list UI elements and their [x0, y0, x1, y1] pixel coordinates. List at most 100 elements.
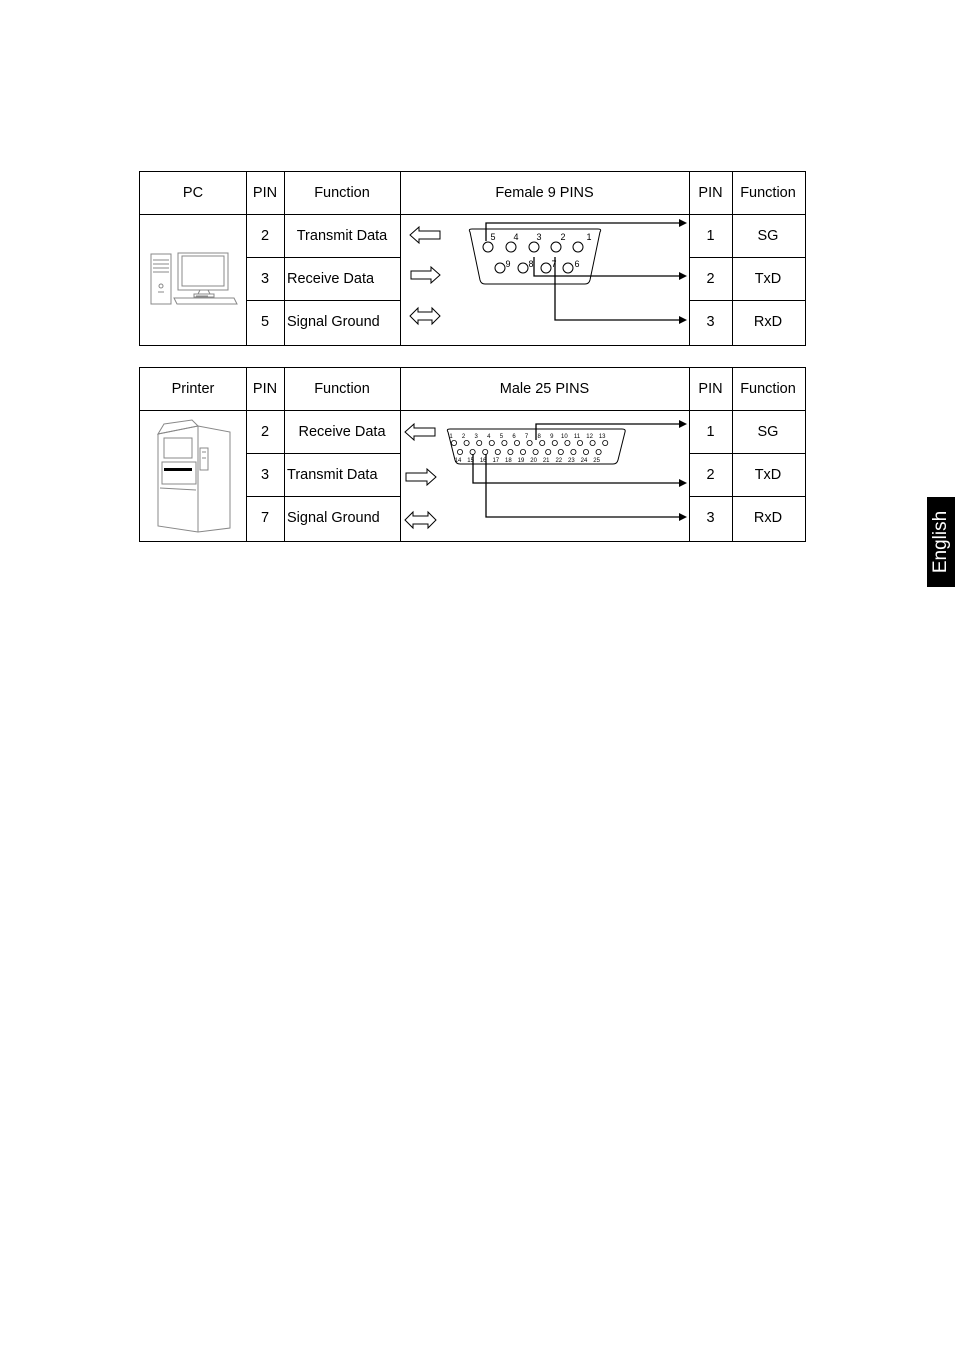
row-pin: 2	[260, 227, 270, 244]
db25-pin-hole	[482, 449, 489, 456]
function2-header: Function	[740, 185, 796, 201]
pin-header: PIN	[252, 381, 278, 397]
db25-pin-hole	[602, 439, 609, 446]
db25-pin-label: 3	[475, 434, 479, 440]
row-pin2: 3	[706, 510, 715, 526]
row-pin2: 2	[706, 270, 715, 287]
db9-pin-label: 7	[551, 259, 556, 269]
db25-pin-hole	[570, 449, 577, 456]
db9-pin-label: 9	[505, 259, 510, 269]
db25-pin-hole	[595, 449, 602, 456]
printer-pin-table: Printer PIN Function Male 25 PINS PIN Fu…	[139, 367, 806, 542]
row-function: Receive Data	[298, 423, 386, 440]
row-function2: RxD	[753, 510, 783, 526]
arrow-left-icon	[409, 225, 441, 245]
connector-header: Female 9 PINS	[495, 185, 594, 201]
db25-pin-hole	[457, 449, 464, 456]
language-tab-label: English	[930, 510, 951, 574]
db25-pin-label: 8	[538, 434, 542, 440]
arrow-both-icon	[404, 510, 437, 530]
db25-pin-label: 2	[462, 434, 466, 440]
row-function: Transmit Data	[296, 227, 388, 244]
row-pin2: 3	[706, 314, 715, 330]
computer-icon	[150, 252, 238, 305]
db9-pin-label: 2	[560, 232, 565, 242]
db25-pin-label: 19	[518, 458, 525, 464]
db25-pin-hole	[494, 449, 501, 456]
db25-pin-label: 16	[480, 458, 487, 464]
db25-pin-label: 22	[555, 458, 562, 464]
db25-pin-hole	[576, 439, 583, 446]
db25-pin-hole	[520, 449, 527, 456]
db9-pin-label: 5	[490, 232, 495, 242]
db25-pin-label: 14	[455, 458, 462, 464]
pin2-header: PIN	[698, 185, 723, 201]
row-pin2: 2	[706, 466, 715, 483]
db25-pin-label: 21	[543, 458, 550, 464]
db25-pin-hole	[488, 439, 495, 446]
db25-pin-hole	[526, 439, 533, 446]
pin2-header: PIN	[698, 381, 723, 397]
function2-header: Function	[740, 381, 796, 397]
db25-pin-label: 18	[505, 458, 512, 464]
arrow-left-icon	[404, 422, 436, 442]
arrow-right-icon	[410, 265, 441, 285]
db25-pin-label: 17	[492, 458, 499, 464]
pc-pin-table: PC PIN Function Female 9 PINS PIN Functi…	[139, 171, 806, 346]
db9-pin-label: 4	[513, 232, 518, 242]
db25-pin-label: 9	[550, 434, 554, 440]
db25-pin-hole	[476, 439, 483, 446]
arrow-both-icon	[409, 306, 441, 326]
device-header: Printer	[171, 381, 215, 397]
db25-pin-label: 13	[599, 434, 606, 440]
device-header: PC	[182, 185, 204, 201]
db25-pin-hole	[589, 439, 596, 446]
row-pin: 5	[260, 314, 270, 330]
db25-pin-label: 12	[586, 434, 593, 440]
printer-icon	[156, 419, 231, 533]
language-tab[interactable]: English	[927, 497, 955, 587]
function-header: Function	[314, 381, 370, 397]
female-9-pin-diagram: 5 4 3 2 1 9 8 7 6	[409, 219, 687, 326]
db25-pin-hole	[551, 439, 558, 446]
row-function2: TxD	[754, 466, 782, 483]
row-pin: 2	[260, 423, 270, 440]
db25-pin-label: 24	[581, 458, 588, 464]
db25-pin-hole	[463, 439, 470, 446]
db9-pin-label: 8	[528, 259, 533, 269]
db25-pin-hole	[507, 449, 514, 456]
db25-pin-label: 15	[467, 458, 474, 464]
row-function: Signal Ground	[287, 510, 380, 526]
row-pin: 7	[260, 510, 270, 526]
db25-pin-hole	[514, 439, 521, 446]
db25-pin-hole	[539, 439, 546, 446]
row-function2: RxD	[753, 314, 783, 330]
db25-pin-label: 7	[525, 434, 529, 440]
db25-pin-label: 5	[500, 434, 504, 440]
row-pin2: 1	[706, 227, 715, 244]
db25-pin-label: 20	[530, 458, 537, 464]
db25-pin-label: 1	[449, 434, 453, 440]
db25-pin-label: 23	[568, 458, 575, 464]
db9-pin-label: 6	[574, 259, 579, 269]
arrow-right-icon	[405, 467, 437, 487]
db25-pin-hole	[501, 439, 508, 446]
row-pin2: 1	[706, 423, 715, 440]
db25-pin-hole	[545, 449, 552, 456]
row-function: Signal Ground	[287, 314, 380, 330]
db25-pin-hole	[451, 439, 458, 446]
db25-pin-label: 11	[574, 434, 581, 440]
db25-pin-hole	[582, 449, 589, 456]
db25-pin-label: 25	[593, 458, 600, 464]
connector-header: Male 25 PINS	[499, 381, 590, 397]
function-header: Function	[314, 185, 370, 201]
row-function2: TxD	[754, 270, 782, 287]
row-function: Receive Data	[287, 270, 375, 287]
row-pin: 3	[260, 270, 270, 287]
row-function: Transmit Data	[287, 466, 378, 483]
db25-pin-hole	[564, 439, 571, 446]
db25-pin-hole	[532, 449, 539, 456]
db25-pin-hole	[557, 449, 564, 456]
db25-pin-label: 10	[561, 434, 568, 440]
